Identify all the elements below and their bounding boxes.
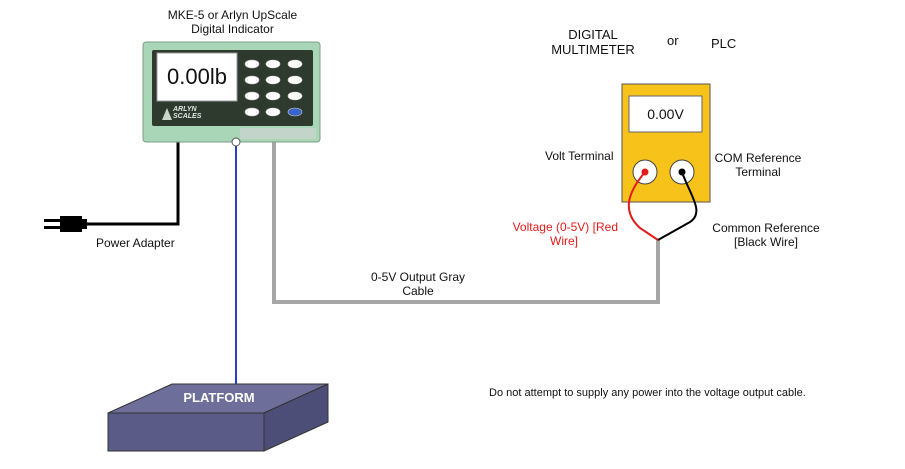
indicator-title: MKE-5 or Arlyn UpScale Digital Indicator xyxy=(150,8,315,36)
indicator-display xyxy=(156,52,238,102)
warning-note: Do not attempt to supply any power into … xyxy=(489,387,806,399)
voltage-wire-line2: Wire] xyxy=(550,234,578,248)
voltage-wire-line1: Voltage (0-5V) [Red xyxy=(512,220,618,234)
com-terminal-line1: COM Reference xyxy=(714,151,802,165)
or-label: or xyxy=(667,33,679,48)
multimeter-title-line1: DIGITAL xyxy=(568,27,618,42)
black-wire xyxy=(657,171,698,241)
indicator-title-line2: Digital Indicator xyxy=(191,22,274,36)
common-wire-line2: [Black Wire] xyxy=(733,235,798,249)
voltage-wire-label: Voltage (0-5V) [Red Wire] xyxy=(510,220,618,248)
output-cable-line1: 0-5V Output Gray xyxy=(370,270,466,284)
multimeter-title-line2: MULTIMETER xyxy=(551,42,635,57)
arlyn-brand-line2: SCALES xyxy=(173,113,202,120)
power-adapter-cable xyxy=(86,140,180,226)
common-wire-label: Common Reference [Black Wire] xyxy=(710,221,822,249)
digital-indicator xyxy=(142,41,321,147)
output-gray-cable xyxy=(272,142,660,304)
multimeter-display xyxy=(628,95,703,133)
indicator-keypad xyxy=(244,59,303,117)
output-cable-line2: Cable xyxy=(402,284,434,298)
multimeter-display-value: 0.00V xyxy=(647,106,684,122)
red-wire xyxy=(627,171,659,241)
common-wire-line1: Common Reference xyxy=(712,221,820,235)
platform-label: PLATFORM xyxy=(183,390,255,405)
indicator-display-value: 0.00lb xyxy=(167,64,227,89)
multimeter-title: DIGITAL MULTIMETER xyxy=(538,27,648,57)
com-terminal-line2: Terminal xyxy=(735,165,781,179)
arlyn-brand-line1: ARLYN xyxy=(173,106,197,113)
load-cell-connector xyxy=(231,137,241,147)
power-adapter-label: Power Adapter xyxy=(96,236,175,250)
plc-label: PLC xyxy=(711,36,737,51)
power-plug-icon xyxy=(44,216,87,232)
platform xyxy=(107,383,329,452)
volt-terminal-label: Volt Terminal xyxy=(545,149,614,163)
indicator-title-line1: MKE-5 or Arlyn UpScale xyxy=(167,8,298,22)
com-terminal-label: COM Reference Terminal xyxy=(706,151,810,179)
arlyn-brand: ARLYN SCALES xyxy=(173,106,201,120)
arlyn-logo-icon xyxy=(162,108,172,120)
output-cable-label: 0-5V Output Gray Cable xyxy=(358,270,478,298)
